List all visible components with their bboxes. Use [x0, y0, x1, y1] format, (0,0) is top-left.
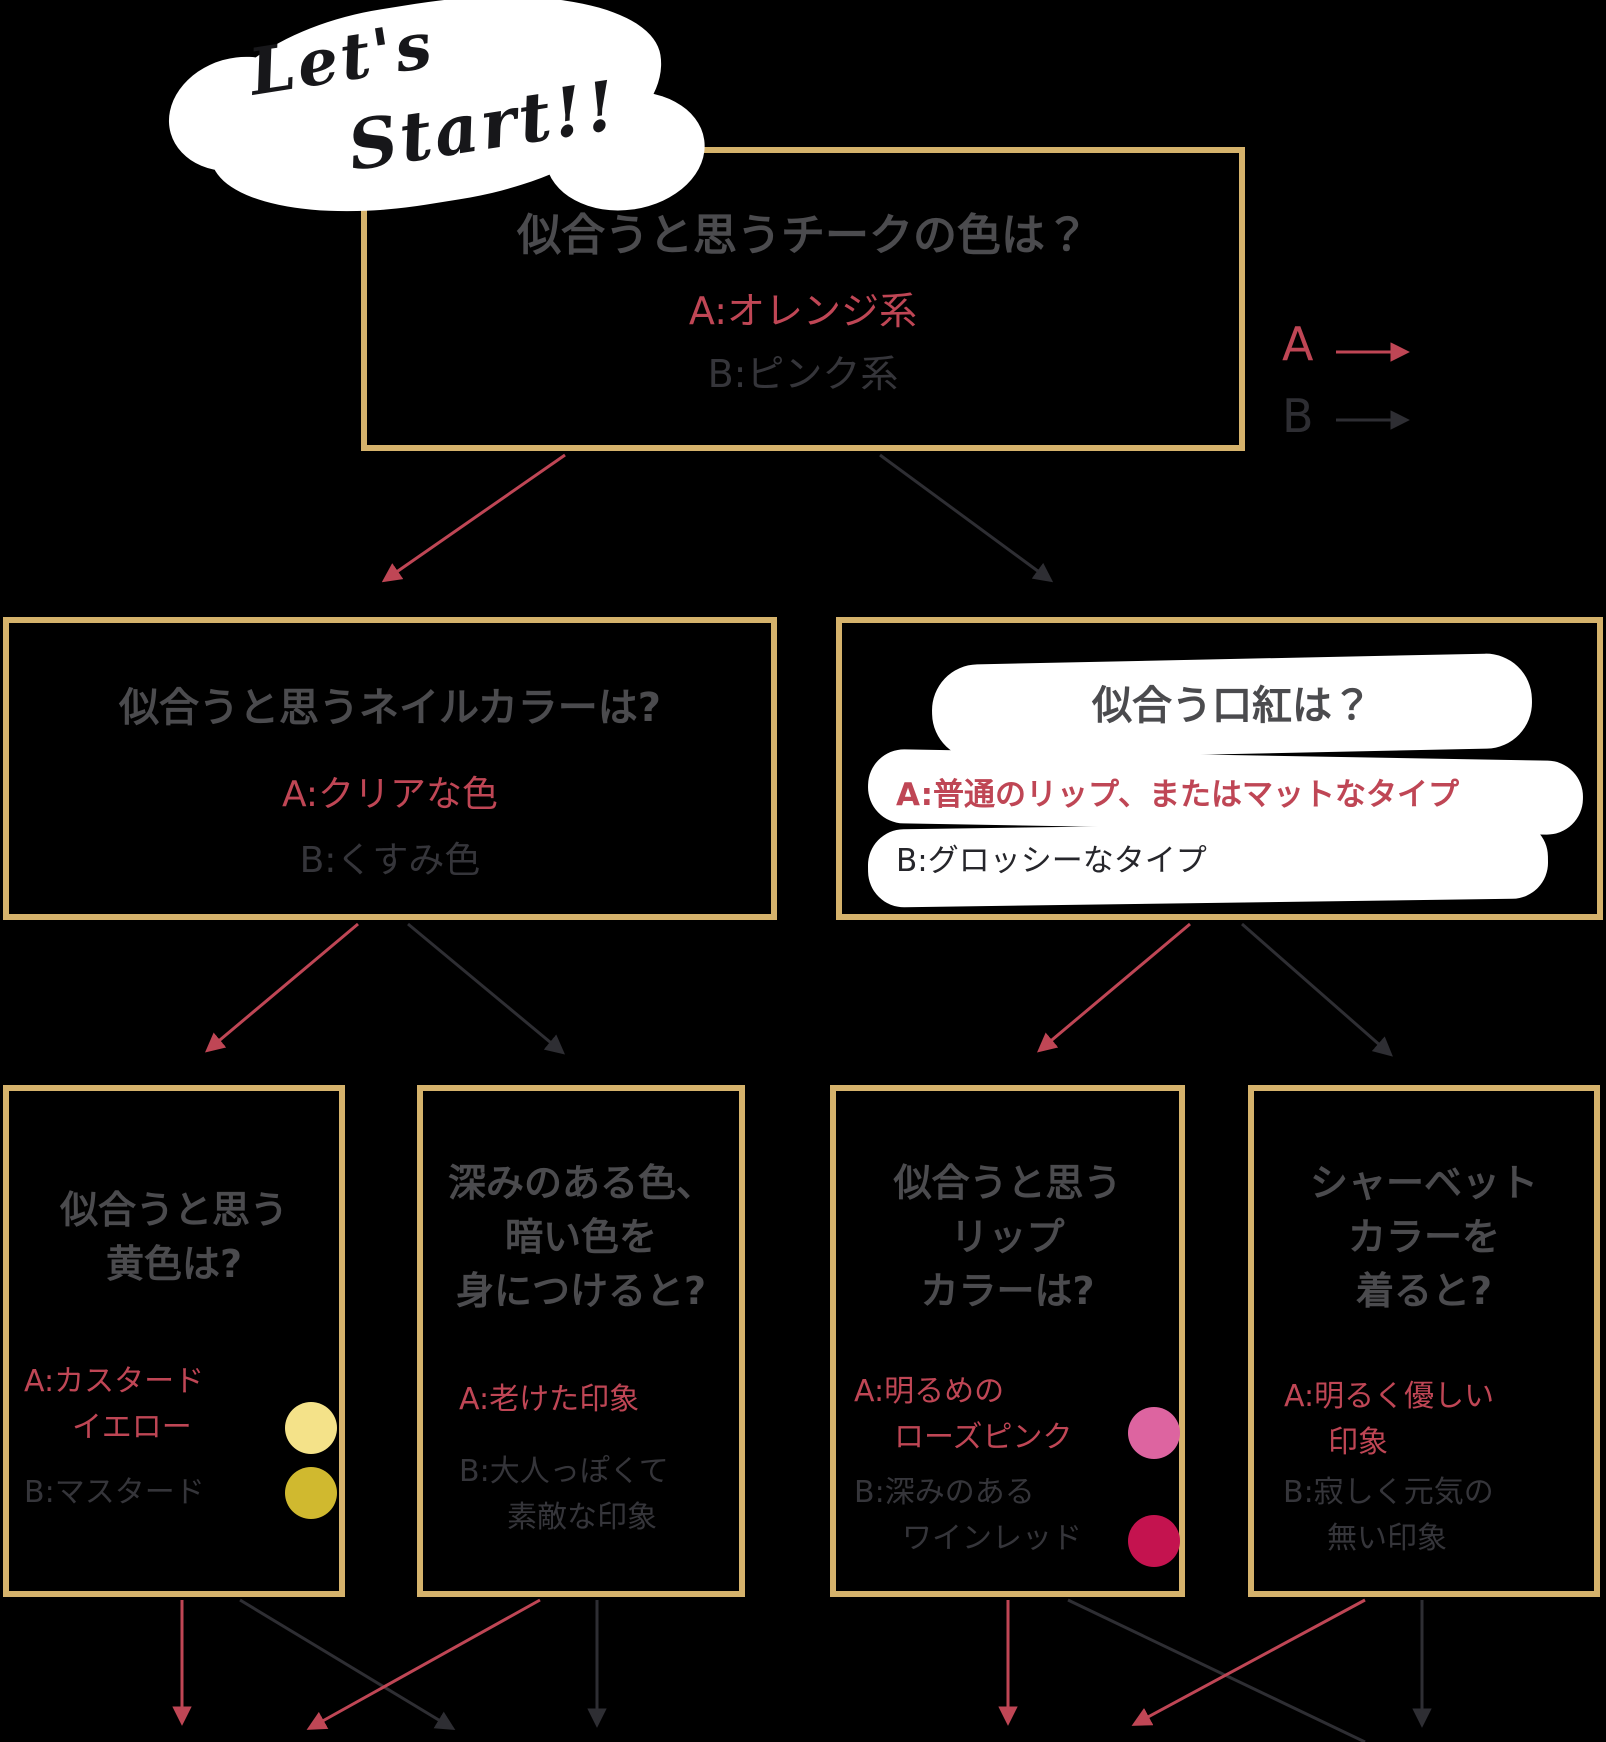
- option-line: 素敵な印象: [507, 1500, 657, 1535]
- question-box-deep-colors: 深みのある色、 暗い色を 身につけると? A:老けた印象 B:大人っぽくて 素敵…: [417, 1085, 745, 1597]
- swatch-rose-pink: [1128, 1407, 1180, 1459]
- title-line: 着ると?: [1355, 1269, 1493, 1313]
- arrow-lip-b-icon: [1241, 922, 1393, 1057]
- option-b: B:寂しく元気の 無い印象: [1283, 1470, 1494, 1562]
- question-title: シャーベット カラーを 着ると?: [1254, 1156, 1594, 1318]
- question-box-nail: 似合うと思うネイルカラーは? A:クリアな色 B:くすみ色: [3, 617, 777, 920]
- question-box-lipstick: 似合う口紅は？ A:普通のリップ、またはマットなタイプ B:グロッシーなタイプ: [836, 617, 1603, 920]
- option-line: ローズピンク: [894, 1420, 1073, 1455]
- option-b: B:深みのある ワインレッド: [854, 1470, 1082, 1562]
- title-line: 身につけると?: [455, 1269, 707, 1313]
- arrow-yellow-b-icon: [239, 1598, 456, 1731]
- title-line: カラーは?: [920, 1269, 1095, 1313]
- question-title: 似合うと思う リップ カラーは?: [836, 1156, 1179, 1318]
- arrow-lipcolor-b-icon: [1067, 1598, 1366, 1742]
- arrow-lip-a-icon: [1037, 922, 1191, 1053]
- option-line: B:大人っぽくて: [459, 1454, 669, 1489]
- arrow-sherbet-a-icon: [1131, 1598, 1366, 1726]
- option-line: イエロー: [72, 1410, 192, 1445]
- option-a: A:クリアな色: [281, 774, 499, 815]
- option-line: B:寂しく元気の: [1283, 1475, 1494, 1510]
- question-title: 似合うと思うネイルカラーは?: [118, 685, 661, 731]
- option-line: 無い印象: [1327, 1521, 1447, 1556]
- swatch-custard-yellow: [285, 1402, 337, 1454]
- badge-line-1: Let's: [244, 7, 440, 111]
- title-line: 暗い色を: [504, 1215, 657, 1259]
- question-box-lip-color: 似合うと思う リップ カラーは? A:明るめの ローズピンク B:深みのある ワ…: [830, 1085, 1185, 1597]
- question-box-yellow: 似合うと思う 黄色は? A:カスタード イエロー B:マスタード: [3, 1085, 345, 1597]
- question-title: 似合うと思うチークの色は？: [517, 210, 1089, 261]
- option-line: B:深みのある: [854, 1475, 1035, 1510]
- title-line: 似合うと思う: [59, 1188, 288, 1232]
- title-line: 似合うと思う: [893, 1161, 1122, 1205]
- option-b: B:くすみ色: [299, 840, 481, 881]
- question-box-cheek: 似合うと思うチークの色は？ A:オレンジ系 B:ピンク系: [361, 147, 1245, 451]
- arrow-q1-b-icon: [879, 453, 1054, 583]
- legend-label-b: B: [1282, 389, 1314, 443]
- swatch-mustard: [285, 1467, 337, 1519]
- question-title: 似合うと思う 黄色は?: [9, 1183, 339, 1291]
- color-dot-icon: [1128, 1407, 1180, 1459]
- option-a: A:明るく優しい 印象: [1284, 1374, 1494, 1466]
- title-line: 深みのある色、: [447, 1161, 714, 1205]
- option-line: ワインレッド: [902, 1521, 1082, 1556]
- option-line: A:カスタード: [24, 1364, 205, 1399]
- option-a: A:オレンジ系: [688, 289, 918, 333]
- arrow-nail-b-icon: [407, 922, 565, 1055]
- option-a: A:普通のリップ、またはマットなタイプ: [896, 777, 1460, 813]
- option-line: A:明るく優しい: [1284, 1379, 1495, 1414]
- option-b: B:ピンク系: [707, 352, 899, 396]
- question-title: 似合う口紅は？: [1092, 683, 1372, 729]
- option-line: A:明るめの: [854, 1374, 1005, 1409]
- option-a: A:老けた印象: [459, 1377, 639, 1423]
- question-title: 深みのある色、 暗い色を 身につけると?: [423, 1156, 739, 1318]
- option-a: A:明るめの ローズピンク: [854, 1369, 1073, 1461]
- swatch-wine-red: [1128, 1515, 1180, 1567]
- option-b: B:大人っぽくて 素敵な印象: [459, 1449, 669, 1541]
- arrow-deep-a-icon: [306, 1598, 541, 1730]
- color-dot-icon: [285, 1402, 337, 1454]
- title-line: リップ: [950, 1215, 1065, 1259]
- option-line: 印象: [1328, 1425, 1388, 1460]
- arrow-q1-a-icon: [381, 453, 566, 583]
- option-b: B:マスタード: [24, 1470, 205, 1516]
- option-b: B:グロッシーなタイプ: [896, 843, 1207, 879]
- option-line: A:老けた印象: [459, 1382, 640, 1417]
- legend-label-a: A: [1282, 317, 1314, 371]
- option-a: A:カスタード イエロー: [24, 1359, 204, 1451]
- title-line: 黄色は?: [105, 1242, 243, 1286]
- option-line: B:マスタード: [24, 1475, 205, 1510]
- title-line: カラーを: [1347, 1215, 1500, 1259]
- color-dot-icon: [285, 1467, 337, 1519]
- color-dot-icon: [1128, 1515, 1180, 1567]
- question-box-sherbet: シャーベット カラーを 着ると? A:明るく優しい 印象 B:寂しく元気の 無い…: [1248, 1085, 1600, 1597]
- arrow-nail-a-icon: [205, 922, 359, 1053]
- title-line: シャーベット: [1309, 1161, 1538, 1205]
